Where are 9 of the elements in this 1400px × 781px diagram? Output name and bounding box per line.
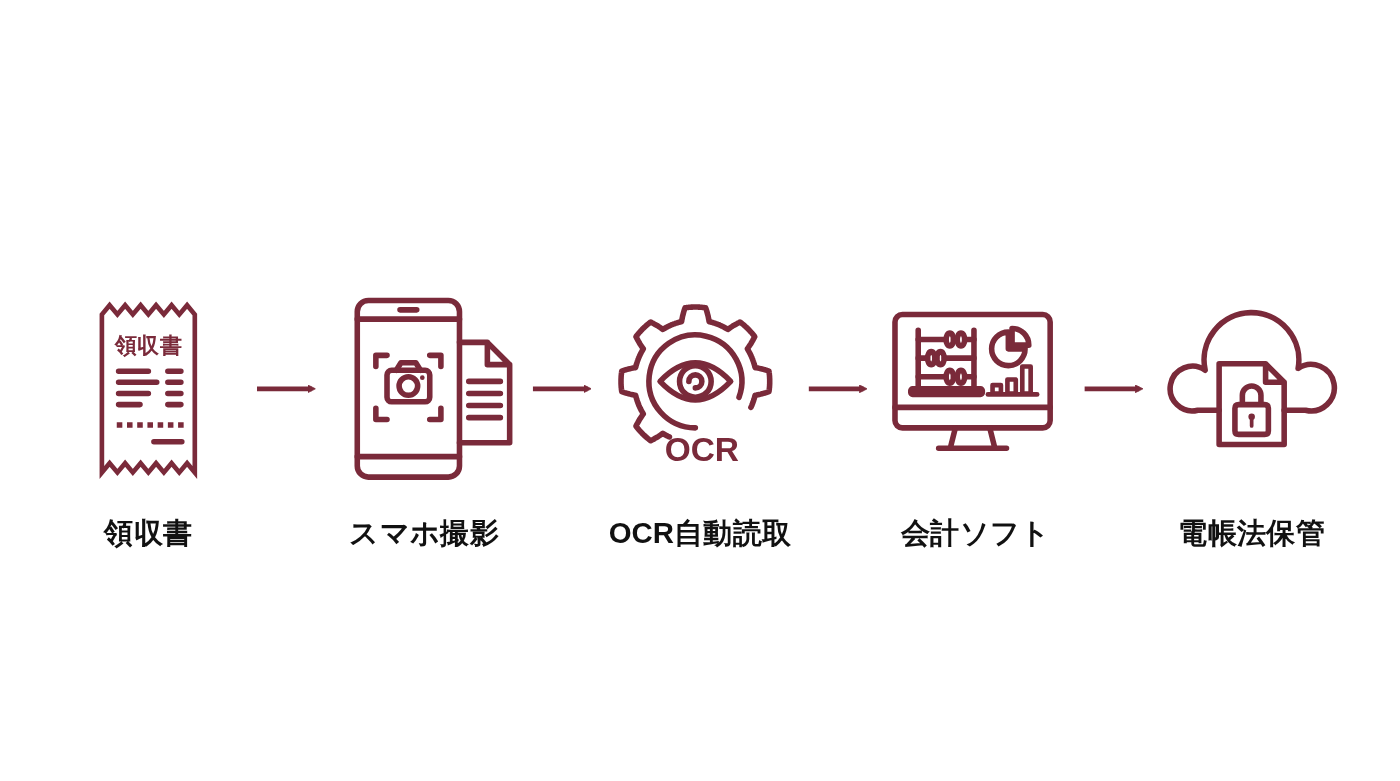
node-text: 電帳法保管 xyxy=(1178,516,1326,550)
node-text: OCR自動読取 xyxy=(608,516,792,550)
arrow xyxy=(256,384,316,394)
arrow xyxy=(808,384,868,394)
node-text: 会計ソフト xyxy=(901,516,1051,550)
node-text: 領収書 xyxy=(104,516,193,550)
arrow xyxy=(1084,384,1144,394)
arrow xyxy=(532,384,592,394)
node-text: スマホ撮影 xyxy=(349,516,499,550)
